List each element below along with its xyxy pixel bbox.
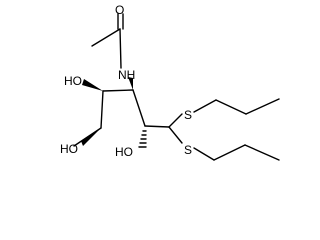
bond-c4-c5	[132, 89, 146, 127]
hydroxyl-upper-label: HO	[64, 74, 82, 88]
bond-carbonyl-nitrogen	[119, 28, 122, 69]
hydroxyl-lower-left-label: HO	[60, 142, 78, 156]
wedge-c4-nh	[128, 77, 133, 90]
wedge-c2-oh	[81, 128, 101, 146]
hydroxyl-lower-mid-label: HO	[115, 145, 133, 159]
bond-s-lower-propyl-1	[193, 147, 215, 161]
carbonyl-oxygen-label: O	[115, 3, 124, 17]
bond-c6-s-upper	[168, 113, 183, 128]
chemical-structure: O NH HO HO HO S S	[60, 3, 280, 161]
bond-c6-s-lower	[168, 126, 183, 144]
bond-s-upper-propyl-3	[245, 98, 280, 115]
bond-s-lower-propyl-3	[244, 144, 280, 161]
sulfur-lower-label: S	[184, 143, 192, 157]
bond-s-upper-propyl-2	[215, 99, 247, 115]
sulfur-upper-label: S	[184, 108, 192, 122]
amide-nh-label: NH	[118, 68, 135, 82]
hashed-bond-c5-oh	[138, 130, 147, 148]
bond-c3-c4	[102, 89, 134, 92]
bond-c5-c6	[144, 125, 170, 128]
bond-c2-c3	[100, 90, 104, 129]
bond-s-upper-propyl-1	[193, 99, 217, 113]
bond-s-lower-propyl-2	[213, 144, 246, 161]
wedge-c3-oh	[82, 79, 103, 91]
bond-methyl-carbonyl	[91, 28, 121, 47]
